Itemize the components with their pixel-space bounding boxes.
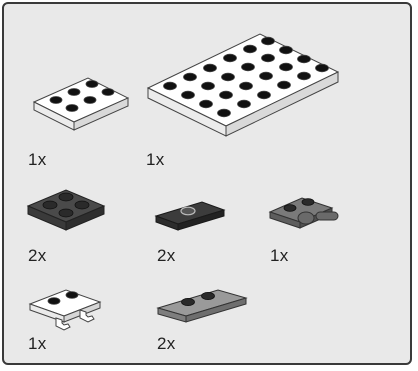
- parts-list-panel: 1x 1x 2x: [2, 2, 412, 365]
- white-plate-4x6-icon: [144, 30, 344, 142]
- dark-gray-plate-2x2-icon: [24, 186, 108, 232]
- part-7-quantity: 2x: [157, 334, 176, 354]
- light-gray-plate-1x3-icon: [154, 286, 250, 326]
- part-4-quantity: 2x: [157, 246, 176, 266]
- gray-clip-bar-plate-icon: [266, 194, 346, 236]
- dark-jumper-plate-1x2-icon: [152, 200, 228, 234]
- part-6-quantity: 1x: [28, 334, 47, 354]
- part-2-quantity: 1x: [146, 150, 165, 170]
- part-3-quantity: 2x: [28, 246, 47, 266]
- white-plate-2x3-icon: [26, 74, 136, 134]
- white-clip-plate-icon: [26, 286, 106, 334]
- part-1-quantity: 1x: [28, 150, 47, 170]
- part-5-quantity: 1x: [270, 246, 289, 266]
